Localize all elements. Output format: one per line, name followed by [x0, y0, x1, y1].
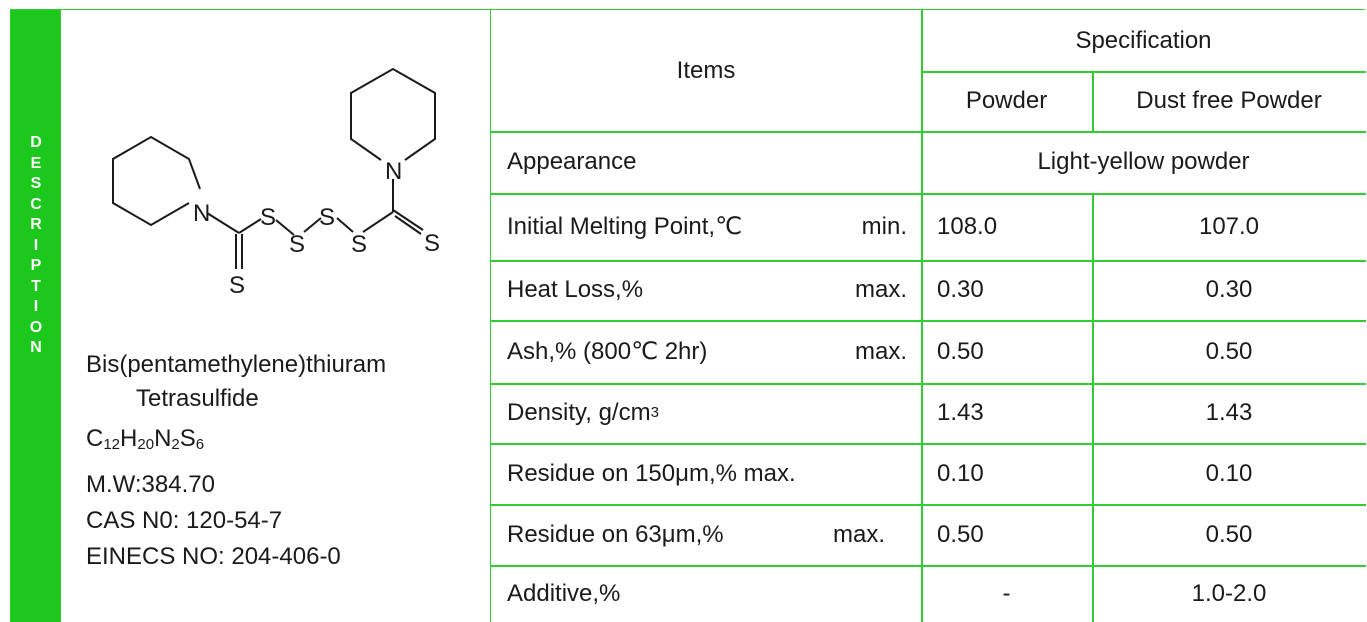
sidebar-letter: D [30, 134, 42, 151]
sidebar-letter: S [30, 175, 42, 192]
compound-name-line-1: Bis(pentamethylene)thiuram [86, 351, 387, 378]
atom-s-3: S [319, 204, 335, 231]
molecular-weight: M.W:384.70 [86, 471, 215, 498]
description-sidebar: D E S C R I P T I O N [11, 10, 61, 622]
table-row-powder-value: - [1002, 580, 1011, 607]
table-row-dust-free-value: 1.43 [1205, 399, 1253, 426]
table-row-item: Heat Loss,%max. [507, 276, 907, 303]
header-dust-free-powder: Dust free Powder [1136, 87, 1322, 114]
sidebar-letter: O [29, 318, 43, 336]
einecs-number: EINECS NO: 204-406-0 [86, 543, 341, 570]
atom-s-right: S [424, 230, 440, 257]
sidebar-letter: P [30, 257, 42, 274]
table-row-powder-value: 0.50 [937, 520, 984, 548]
table-row-powder-value: 0.30 [937, 276, 984, 303]
table-row-dust-free-value: 0.50 [1205, 520, 1253, 548]
table-row-powder-value: 108.0 [937, 212, 998, 240]
compound-name-line-2: Tetrasulfide [136, 385, 259, 412]
atom-s-1: S [260, 204, 276, 231]
table-row-item: Appearance [507, 148, 637, 175]
atom-n-left: N [193, 200, 210, 227]
table-row-item: Residue on 63μm,%max. [507, 520, 885, 548]
sidebar-letter: E [30, 154, 42, 172]
header-specification: Specification [1075, 26, 1212, 54]
sidebar-letter: C [30, 195, 42, 213]
description-vertical-label: D E S C R I P T I O N [11, 133, 61, 359]
sidebar-letter: T [31, 277, 41, 295]
atom-s-4: S [351, 231, 367, 258]
table-row-powder-value: 1.43 [937, 399, 984, 426]
specification-table: Items Specification Powder Dust free Pow… [491, 10, 1366, 622]
table-row-dust-free-value: 0.30 [1205, 276, 1253, 303]
table-row-item: Residue on 150μm,% max. [507, 459, 796, 487]
chemical-structure-diagram: N S S S S S S N [112, 67, 440, 299]
table-row-dust-free-value: 0.50 [1205, 337, 1253, 365]
atom-s-bottom: S [229, 272, 245, 299]
table-row-dust-free-value: 107.0 [1198, 212, 1260, 240]
atom-n-right: N [385, 158, 402, 185]
atom-s-2: S [289, 231, 305, 258]
table-row-powder-value: 0.10 [937, 459, 984, 487]
sidebar-letter: N [30, 339, 42, 356]
table-row-powder-value: 0.50 [937, 337, 984, 365]
molecular-formula: C12H20N2S6 [86, 425, 205, 453]
sidebar-letter: I [33, 298, 39, 315]
table-row-item: Ash,% (800℃ 2hr)max. [507, 337, 907, 366]
cas-number: CAS N0: 120-54-7 [86, 507, 283, 534]
sidebar-letter: R [30, 216, 42, 233]
header-powder: Powder [965, 87, 1048, 114]
table-row-merged-value: Light-yellow powder [1037, 148, 1250, 175]
table-row-dust-free-value: 1.0-2.0 [1191, 580, 1267, 607]
document-page: D E S C R I P T I O N [10, 9, 1366, 622]
header-items: Items [676, 56, 736, 84]
compound-info-cell: N S S S S S S N Bis(pentamethylene)thiur… [61, 10, 491, 622]
table-row-item: Additive,% [507, 580, 621, 607]
sidebar-letter: I [33, 236, 39, 254]
table-row-dust-free-value: 0.10 [1205, 459, 1253, 487]
